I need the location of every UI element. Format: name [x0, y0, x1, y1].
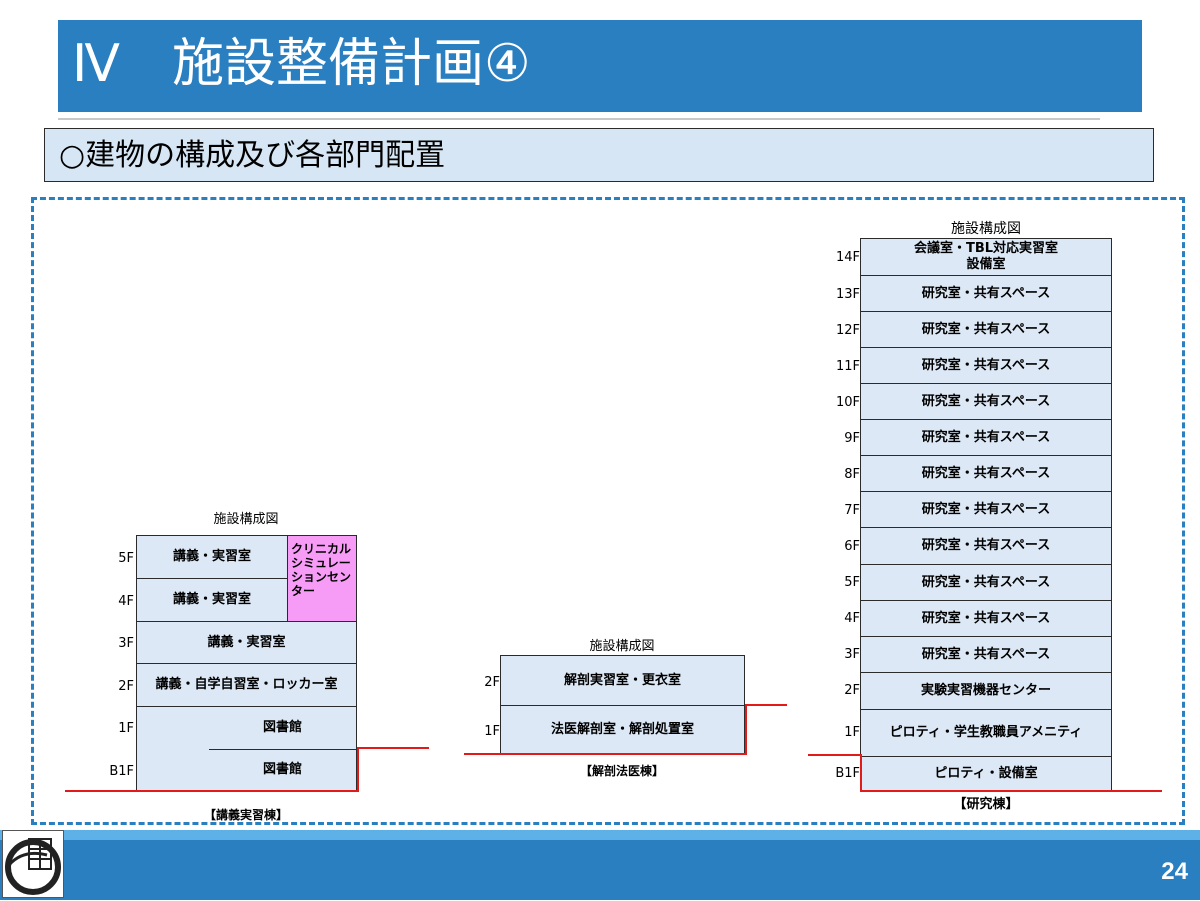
- floor-label: 2F: [484, 675, 500, 690]
- clinical-simulation-center: クリニカル シミュレー ションセン ター: [287, 536, 356, 621]
- room-3f: 研究室・共有スペース: [861, 637, 1111, 673]
- room-1f: 法医解剖室・解剖処置室: [550, 721, 694, 737]
- floor-label: 12F: [835, 323, 860, 338]
- room-6f: 研究室・共有スペース: [861, 528, 1111, 565]
- floor-label: 14F: [835, 250, 860, 265]
- ground-line: [860, 790, 1162, 792]
- ground-line: [65, 790, 358, 792]
- floor-label: 2F: [118, 679, 134, 694]
- page-title: Ⅳ 施設整備計画④: [72, 34, 531, 94]
- section-subtitle: ○建物の構成及び各部門配置: [59, 138, 446, 173]
- room-b1f: 図書館: [262, 761, 302, 777]
- room-1f: 図書館: [262, 720, 302, 735]
- room-2f: 実験実習機器センター: [861, 673, 1111, 710]
- autopsy-building: 解剖実習室・更衣室 法医解剖室・解剖処置室: [500, 655, 745, 754]
- research-building-label: 【研究棟】: [953, 797, 1019, 812]
- floor-label: 11F: [835, 359, 860, 374]
- floor-label: 9F: [844, 431, 860, 446]
- room-11f: 研究室・共有スペース: [861, 348, 1111, 384]
- floor-label: 5F: [844, 575, 860, 590]
- floor-label: 13F: [835, 287, 860, 302]
- ground-line: [357, 747, 359, 792]
- subtitle-bar: ○建物の構成及び各部門配置: [44, 128, 1154, 182]
- ground-line: [745, 704, 747, 755]
- room-13f: 研究室・共有スペース: [861, 276, 1111, 312]
- university-logo: [2, 830, 64, 898]
- room-5f: 研究室・共有スペース: [861, 565, 1111, 601]
- ground-line: [860, 754, 862, 792]
- autopsy-building-label: 【解剖法医棟】: [579, 764, 664, 778]
- title-bar: Ⅳ 施設整備計画④: [58, 20, 1142, 112]
- room-10f: 研究室・共有スペース: [861, 384, 1111, 420]
- floor-label: B1F: [835, 766, 860, 781]
- room-2f: 解剖実習室・更衣室: [501, 656, 744, 706]
- research-building: 会議室・TBL対応実習室 設備室 研究室・共有スペース 研究室・共有スペース 研…: [860, 238, 1112, 791]
- floor-label: 2F: [844, 683, 860, 698]
- floor-label: B1F: [109, 764, 134, 779]
- ground-line: [357, 747, 429, 749]
- room-4f: 研究室・共有スペース: [861, 601, 1111, 637]
- room-7f: 研究室・共有スペース: [861, 492, 1111, 528]
- floor-label: 6F: [844, 539, 860, 554]
- floor-divider: [209, 749, 356, 750]
- ground-line: [464, 753, 747, 755]
- lecture-building-label: 【講義実習棟】: [203, 808, 288, 822]
- floor-label: 10F: [835, 395, 860, 410]
- floor-label: 5F: [118, 551, 134, 566]
- room-b1f: ピロティ・設備室: [934, 765, 1038, 781]
- floor-label: 1F: [484, 724, 500, 739]
- research-caption: 施設構成図: [951, 221, 1021, 237]
- floor-label: 3F: [844, 647, 860, 662]
- room-3f: 講義・実習室: [137, 621, 356, 664]
- floor-label: 4F: [844, 611, 860, 626]
- room-12f: 研究室・共有スペース: [861, 312, 1111, 348]
- floor-label: 1F: [844, 725, 860, 740]
- room-5f: 講義・実習室: [137, 536, 287, 579]
- lecture-building: 講義・実習室 講義・実習室 クリニカル シミュレー ションセン ター 講義・実習…: [136, 535, 357, 791]
- title-divider: [58, 118, 1100, 120]
- footer-stripe: [0, 830, 1200, 840]
- autopsy-caption: 施設構成図: [589, 639, 655, 654]
- room-2f: 講義・自学自習室・ロッカー室: [137, 664, 356, 707]
- room-8f: 研究室・共有スペース: [861, 456, 1111, 492]
- ground-line: [808, 754, 862, 756]
- floor-label: 1F: [118, 721, 134, 736]
- room-4f: 講義・実習室: [172, 592, 251, 607]
- floor-label: 7F: [844, 503, 860, 518]
- ground-line: [745, 704, 787, 706]
- room-1f: ピロティ・学生教職員アメニティ: [861, 710, 1111, 757]
- lecture-caption: 施設構成図: [213, 512, 279, 527]
- page-number: 24: [1161, 858, 1188, 885]
- room-9f: 研究室・共有スペース: [861, 420, 1111, 456]
- floor-label: 8F: [844, 467, 860, 482]
- floor-label: 3F: [118, 636, 134, 651]
- logo-emblem-icon: [5, 838, 61, 895]
- diagram-frame: [31, 197, 1185, 825]
- floor-label: 4F: [118, 594, 134, 609]
- room-14f: 会議室・TBL対応実習室 設備室: [861, 239, 1111, 276]
- footer-band: [0, 830, 1200, 900]
